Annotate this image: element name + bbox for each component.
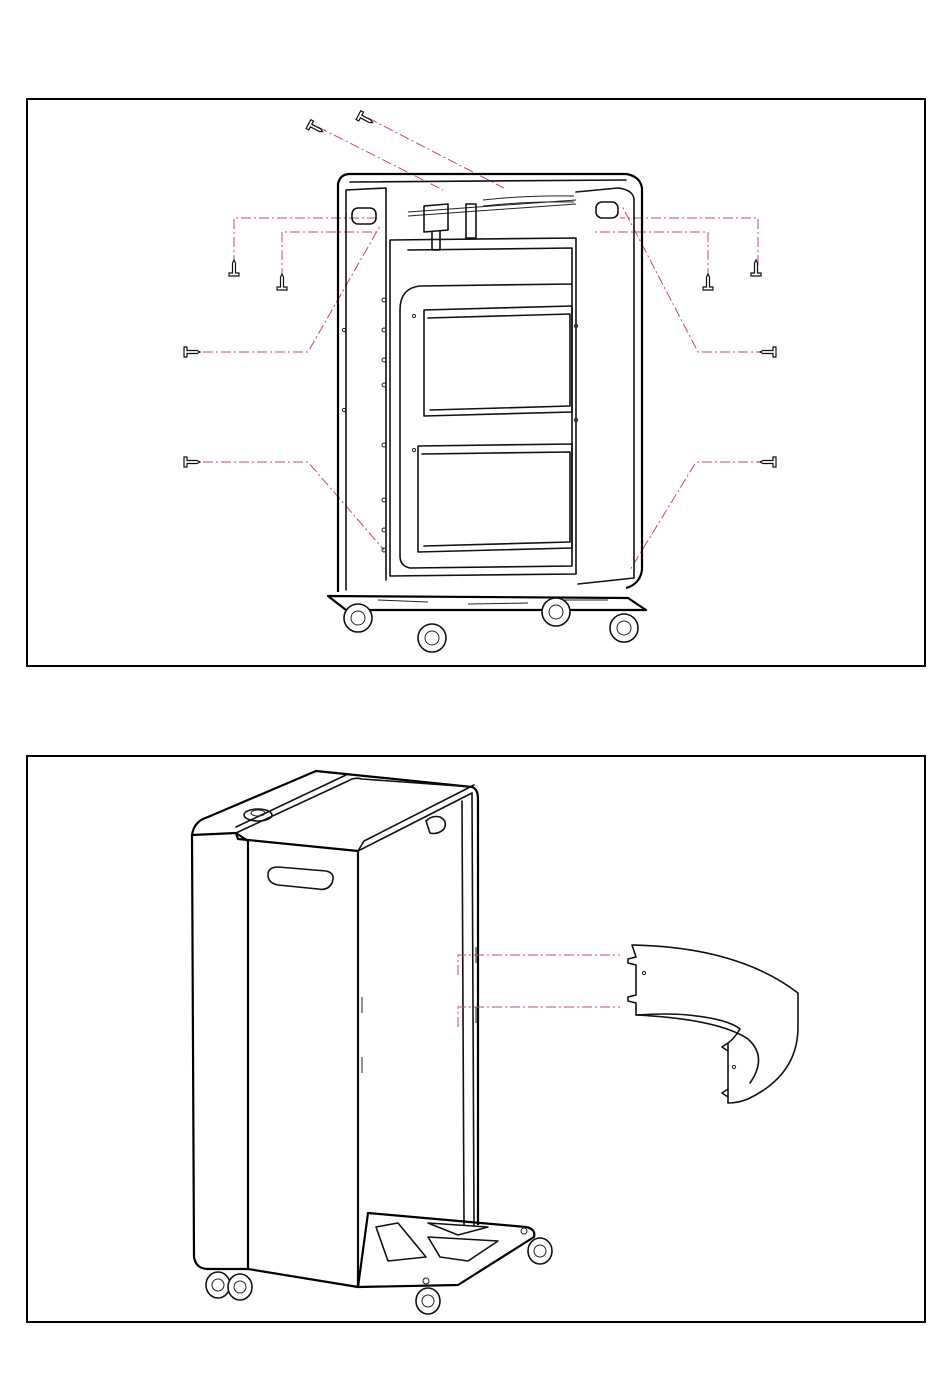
rear-cover-outline [628, 945, 798, 1103]
rear-handle [426, 817, 445, 834]
figure-rear-cover-fitting [26, 755, 926, 1323]
heater-housing [328, 174, 646, 610]
caster-wheel [228, 1274, 252, 1300]
front-panel [236, 833, 358, 1287]
guide-line-left-2 [282, 232, 380, 278]
edge-holes [342, 298, 577, 552]
lower-window-inner [422, 452, 570, 546]
guide-line-left-1 [234, 218, 378, 265]
screw-hole-icon [732, 1065, 735, 1068]
guide-line-top-1 [318, 127, 443, 190]
guide-line-upper [458, 955, 620, 975]
control-knob [244, 809, 272, 821]
rear-cover-slot-b [722, 1089, 728, 1097]
rear-cover-slot-a [722, 1043, 728, 1051]
control-knob-inner [251, 810, 265, 816]
caster-wheel [418, 624, 446, 652]
caster-wheel [542, 598, 570, 626]
heater-rear-assembly-view [28, 757, 924, 1321]
edge-slots [362, 947, 476, 1073]
caster-wheels [206, 1238, 552, 1314]
guide-line-left-3 [203, 226, 380, 352]
screw-icon [277, 274, 287, 290]
rear-cover-curve-front [636, 1015, 759, 1083]
guide-line-right-3 [622, 206, 766, 352]
guide-line-lower [458, 1007, 620, 1027]
screw-icon [306, 120, 325, 136]
figure-side-panel-screws [26, 98, 926, 667]
screw-icon [760, 347, 776, 357]
upper-window [424, 306, 572, 416]
lower-window [418, 444, 572, 552]
caster-wheel [206, 1272, 230, 1298]
screw-icon [751, 260, 761, 276]
base-cutout-1 [376, 1223, 426, 1261]
heater-cabinet [192, 771, 534, 1287]
base-cutout-2 [428, 1237, 498, 1261]
screw-icon [184, 347, 200, 357]
heater-base [328, 596, 646, 610]
screw-icon [229, 260, 239, 276]
screw-icon [184, 457, 200, 467]
front-handle [268, 867, 333, 889]
guide-line-top-2 [368, 118, 504, 188]
rear-upright-right [462, 793, 474, 1225]
caster-wheel [610, 614, 638, 642]
top-cover [236, 778, 472, 833]
cabinet-outline [192, 771, 478, 1225]
screw-guide-lines [203, 118, 766, 570]
base-bolt [423, 1278, 429, 1284]
cover-guide-lines [458, 955, 620, 1027]
base-bolt [521, 1228, 527, 1234]
right-side-panel [576, 188, 634, 584]
front-top-edge [358, 793, 472, 851]
curved-rear-cover [628, 945, 798, 1103]
right-handle [596, 202, 618, 218]
caster-wheel [528, 1238, 552, 1264]
left-handle [352, 208, 376, 224]
ignition-valve [466, 204, 476, 238]
caster-wheels [344, 598, 638, 652]
top-rim [350, 180, 626, 182]
screw-icon [760, 457, 776, 467]
screw-hole-icon [642, 971, 645, 974]
heater-exploded-view [28, 100, 924, 665]
guide-line-right-2 [594, 232, 708, 278]
guide-line-left-4 [203, 462, 384, 550]
gas-pipe [408, 200, 576, 216]
caster-wheel [344, 604, 372, 632]
upper-window-inner [428, 314, 570, 410]
left-side-body [192, 833, 248, 1269]
right-frame-rail [358, 785, 474, 851]
screw-icon [703, 274, 713, 290]
screw-icon [356, 111, 375, 127]
guide-line-right-4 [630, 462, 766, 570]
guide-line-right-1 [620, 218, 758, 265]
caster-wheel [416, 1288, 440, 1314]
base-cutouts [378, 600, 608, 604]
screws [184, 111, 776, 467]
